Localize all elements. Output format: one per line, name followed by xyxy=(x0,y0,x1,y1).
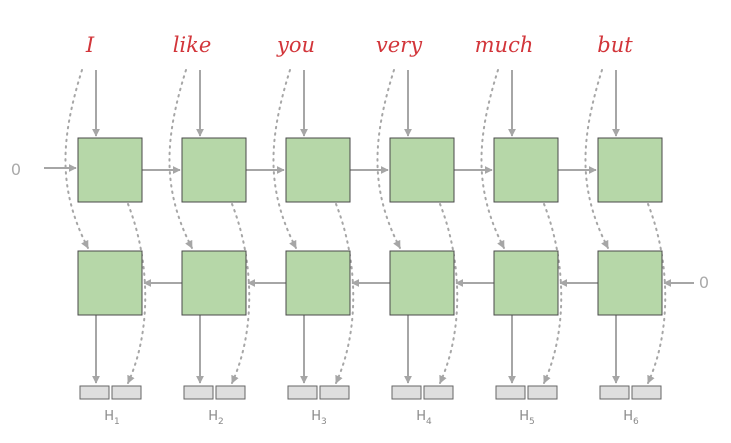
skip-connections xyxy=(64,69,667,384)
backward-cell xyxy=(597,250,663,316)
input-words: I like you very much but xyxy=(85,33,633,57)
skip-input-to-backward xyxy=(584,69,609,249)
backward-cell xyxy=(493,250,559,316)
skip-forward-to-output xyxy=(335,203,355,384)
skip-forward-to-output xyxy=(647,203,667,384)
forward-cell xyxy=(77,137,143,203)
output-label: H2 xyxy=(208,409,224,427)
output-vector-box xyxy=(527,385,558,400)
skip-input-to-backward xyxy=(480,69,505,249)
skip-input-to-backward xyxy=(64,69,89,249)
forward-cell xyxy=(285,137,351,203)
skip-input-to-backward xyxy=(376,69,401,249)
input-word: but xyxy=(597,33,633,57)
input-word: like xyxy=(173,33,212,57)
input-word: very xyxy=(376,33,423,57)
output-vector-box xyxy=(79,385,110,400)
forward-cell xyxy=(389,137,455,203)
backward-initial-state: 0 xyxy=(699,273,709,292)
output-vector-box xyxy=(423,385,454,400)
backward-cell xyxy=(181,250,247,316)
skip-input-to-backward xyxy=(168,69,193,249)
output-label: H6 xyxy=(623,409,639,427)
output-vector-box xyxy=(319,385,350,400)
output-label: H5 xyxy=(519,409,535,427)
output-vector-box xyxy=(183,385,214,400)
output-vectors xyxy=(79,385,662,400)
forward-cell xyxy=(597,137,663,203)
skip-forward-to-output xyxy=(439,203,459,384)
output-label: H3 xyxy=(311,409,327,427)
input-word: you xyxy=(276,33,315,57)
skip-forward-to-output xyxy=(231,203,251,384)
backward-cell xyxy=(389,250,455,316)
skip-forward-to-output xyxy=(127,203,147,384)
forward-initial-state: 0 xyxy=(11,160,21,179)
output-vector-box xyxy=(215,385,246,400)
forward-cell xyxy=(493,137,559,203)
output-label: H4 xyxy=(416,409,432,427)
output-vector-box xyxy=(111,385,142,400)
output-vector-box xyxy=(631,385,662,400)
output-vector-box xyxy=(495,385,526,400)
output-vector-box xyxy=(391,385,422,400)
output-vector-box xyxy=(599,385,630,400)
output-vector-box xyxy=(287,385,318,400)
backward-cell xyxy=(77,250,143,316)
skip-forward-to-output xyxy=(543,203,563,384)
forward-cell xyxy=(181,137,247,203)
recurrent-connections xyxy=(44,70,694,384)
output-label: H1 xyxy=(104,409,120,427)
input-word: I xyxy=(85,33,95,57)
backward-cell xyxy=(285,250,351,316)
skip-input-to-backward xyxy=(272,69,297,249)
input-word: much xyxy=(475,33,534,57)
output-labels: H1 H2 H3 H4 H5 H6 xyxy=(104,409,639,427)
rnn-cells xyxy=(77,137,663,316)
